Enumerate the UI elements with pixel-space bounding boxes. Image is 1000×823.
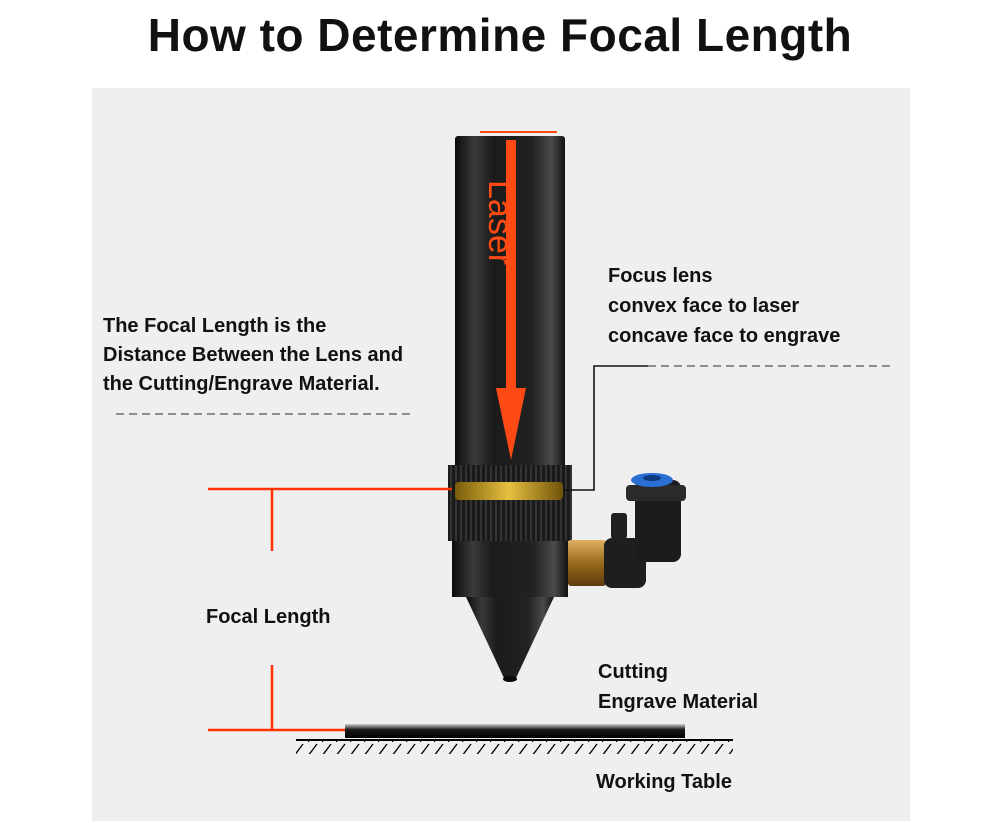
working-table-label: Working Table: [596, 771, 732, 793]
lens-leader-line: [564, 365, 648, 491]
laser-arrow-head: [496, 388, 526, 460]
knurled-collar: [448, 465, 572, 541]
focal-note-line3: the Cutting/Engrave Material.: [103, 373, 380, 395]
focus-lens-line1: Focus lens: [608, 265, 713, 287]
laser-beam: [506, 140, 516, 390]
focal-length-label: Focal Length: [206, 606, 331, 628]
focus-lens-line2: convex face to laser: [608, 295, 800, 317]
nozzle-lower-body: [452, 541, 568, 597]
nozzle-cone: [466, 597, 554, 678]
lens-ring: [455, 482, 563, 500]
focal-note-line1: The Focal Length is the: [103, 315, 327, 337]
working-table-hatch: [296, 741, 733, 754]
focus-lens-line3: concave face to engrave: [608, 325, 841, 347]
laser-label: Laser: [481, 180, 519, 266]
material-label-line2: Engrave Material: [598, 691, 759, 713]
material-plate: [345, 724, 685, 738]
brass-fitting: [568, 540, 606, 586]
material-label-line1: Cutting: [598, 661, 668, 683]
focal-note-line2: Distance Between the Lens and: [103, 344, 404, 366]
page-title: How to Determine Focal Length: [147, 9, 853, 61]
